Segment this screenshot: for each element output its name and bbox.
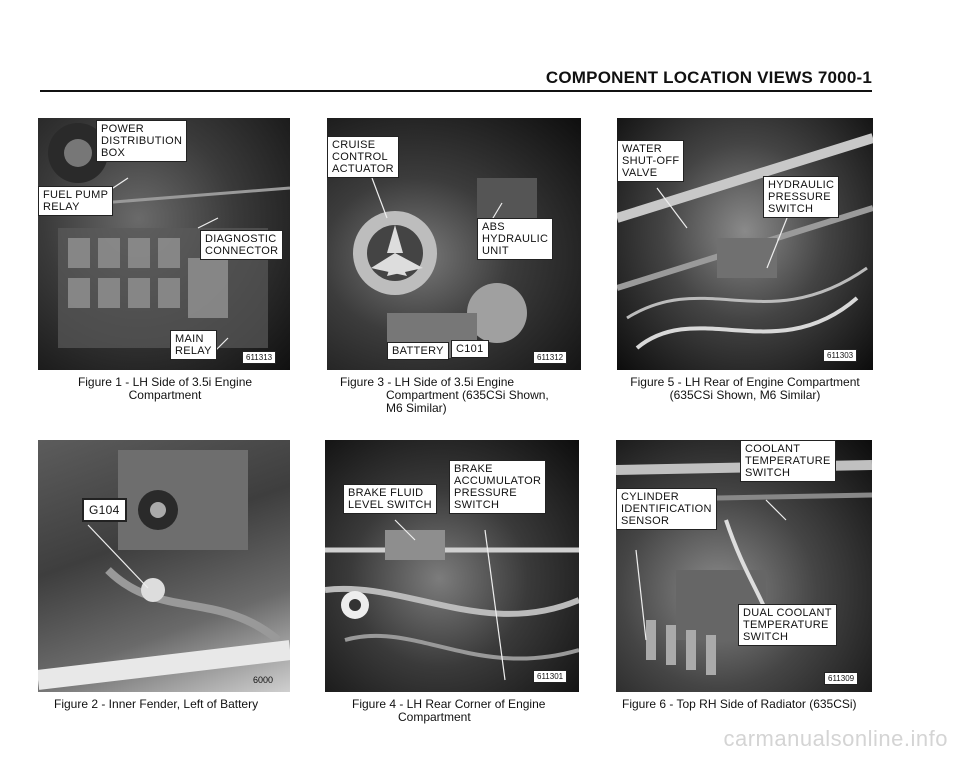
hydraulic-pressure-switch-label: HYDRAULIC PRESSURE SWITCH [763,176,840,218]
figure-6-caption-line1: Figure 6 - Top RH Side of Radiator (635C… [622,697,857,711]
figure-2-image [38,450,290,690]
figure-5-number: 611303 [823,349,858,362]
figure-5-caption-line2: (635CSi Shown, M6 Similar) [669,388,821,402]
figure-5-image [617,133,873,350]
figure-2-photo: G104 6000 [38,440,290,692]
figure-1-caption-line2: Compartment [128,388,202,402]
figure-3-caption-line2: Compartment (635CSi Shown, [386,388,549,402]
figure-2-number: 6000 [253,675,274,685]
figure-4-caption-line2: Compartment [398,710,471,724]
main-relay-label: MAIN RELAY [170,330,217,360]
coolant-temperature-switch-label: COOLANT TEMPERATURE SWITCH [740,440,836,482]
figure-1-caption-line1: Figure 1 - LH Side of 3.5i Engine [77,375,253,389]
figure-6-caption: Figure 6 - Top RH Side of Radiator (635C… [622,698,882,711]
fuel-pump-relay-label: FUEL PUMP RELAY [38,186,114,216]
figure-5-photo: WATER SHUT-OFF VALVE HYDRAULIC PRESSURE … [617,118,873,370]
page-header: COMPONENT LOCATION VIEWS 7000-1 [40,60,872,92]
figure-1-photo: POWER DISTRIBUTION BOX FUEL PUMP RELAY D… [38,118,290,370]
abs-hydraulic-unit-label: ABS HYDRAULIC UNIT [477,218,554,260]
figure-4-image [325,519,579,681]
figure-3-caption-line1: Figure 3 - LH Side of 3.5i Engine [340,375,515,389]
water-shut-off-valve-label: WATER SHUT-OFF VALVE [617,140,685,182]
figure-1-caption: Figure 1 - LH Side of 3.5i Engine Compar… [40,376,290,402]
figure-4-caption: Figure 4 - LH Rear Corner of Engine Comp… [352,698,592,724]
figure-6-photo: COOLANT TEMPERATURE SWITCH CYLINDER IDEN… [616,440,872,692]
figure-1-number: 611313 [242,351,277,364]
dual-coolant-temperature-switch-label: DUAL COOLANT TEMPERATURE SWITCH [738,604,837,646]
brake-accumulator-pressure-switch-label: BRAKE ACCUMULATOR PRESSURE SWITCH [449,460,547,514]
figure-5-caption-line1: Figure 5 - LH Rear of Engine Compartment [630,375,860,389]
figure-3-image [353,177,537,358]
figure-2-caption: Figure 2 - Inner Fender, Left of Battery [54,698,294,711]
figure-4-photo: BRAKE FLUID LEVEL SWITCH BRAKE ACCUMULAT… [325,440,579,692]
figure-2-caption-line1: Figure 2 - Inner Fender, Left of Battery [54,697,259,711]
figure-3-caption: Figure 3 - LH Side of 3.5i Engine Compar… [340,376,590,415]
cylinder-identification-sensor-label: CYLINDER IDENTIFICATION SENSOR [616,488,717,530]
c101-label: C101 [451,340,489,358]
figure-4-caption-line1: Figure 4 - LH Rear Corner of Engine [352,697,546,711]
page-title: COMPONENT LOCATION VIEWS 7000-1 [545,68,872,87]
power-distribution-box-label: POWER DISTRIBUTION BOX [96,120,188,162]
brake-fluid-level-switch-label: BRAKE FLUID LEVEL SWITCH [343,484,437,514]
figure-6-number: 611309 [824,672,859,685]
figure-3-caption-line3: M6 Similar) [386,401,447,415]
watermark: carmanualsonline.info [723,726,948,751]
figure-5-caption: Figure 5 - LH Rear of Engine Compartment… [612,376,878,402]
figure-4-number: 611301 [533,670,568,683]
figure-3-number: 611312 [533,351,568,364]
battery-label: BATTERY [387,342,449,360]
g104-label: G104 [82,498,127,522]
cruise-control-actuator-label: CRUISE CONTROL ACTUATOR [327,136,399,178]
diagnostic-connector-label: DIAGNOSTIC CONNECTOR [200,230,284,260]
figure-3-photo: CRUISE CONTROL ACTUATOR ABS HYDRAULIC UN… [327,118,581,370]
